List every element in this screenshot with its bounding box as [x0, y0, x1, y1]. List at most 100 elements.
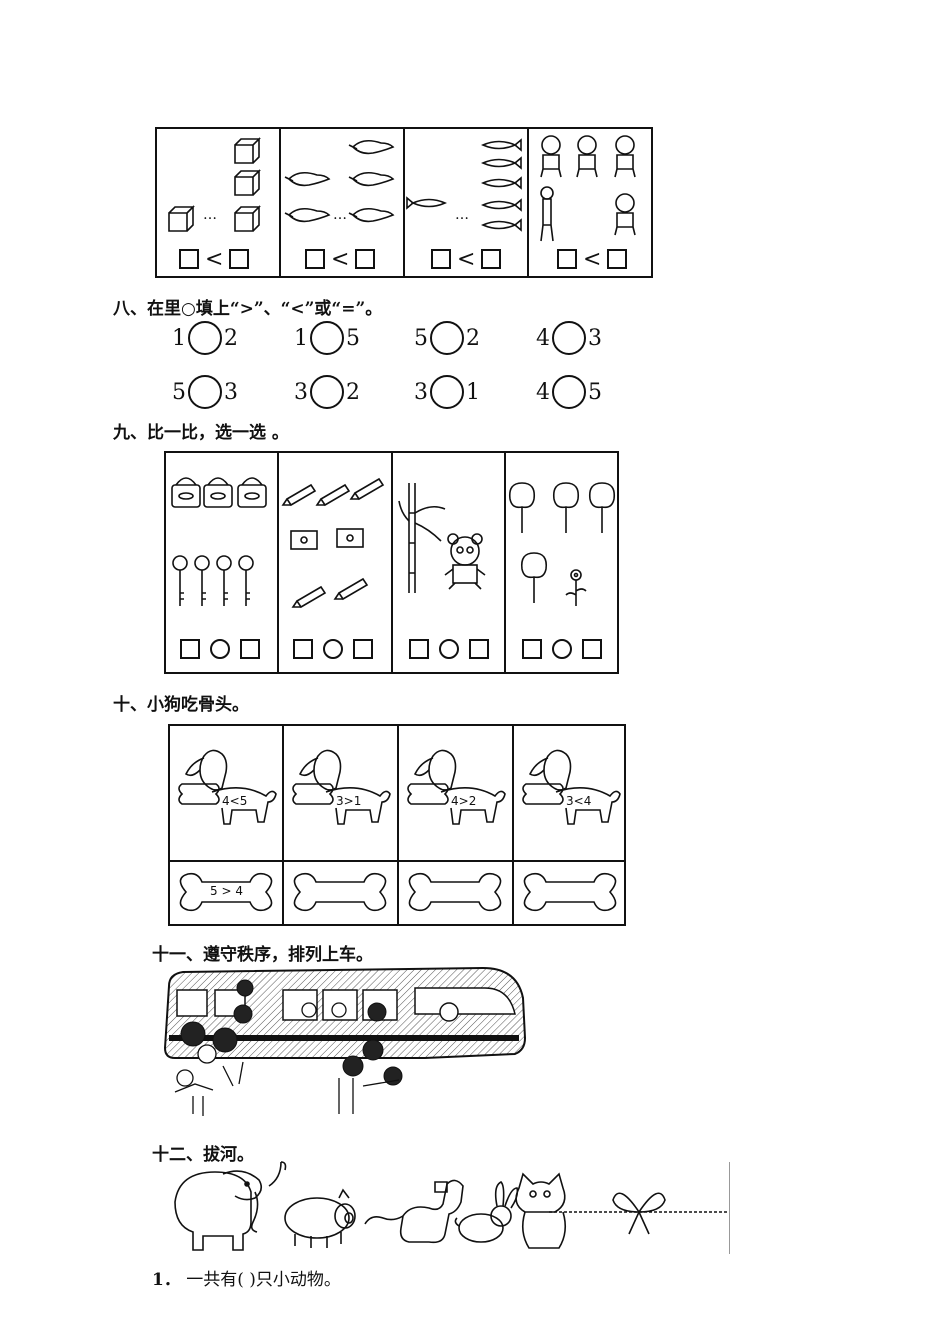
dog-card: 3>1	[288, 744, 392, 834]
question-line: 1． 一共有( )只小动物。	[152, 1265, 341, 1290]
cell-bamboo-panda	[393, 453, 506, 672]
answer-circle[interactable]	[188, 321, 222, 355]
dog-expression: 3<4	[566, 794, 592, 808]
bone-card[interactable]	[290, 870, 390, 914]
answer-circle[interactable]	[188, 375, 222, 409]
cell-ducks: … <	[281, 129, 405, 276]
answer-circle[interactable]	[210, 639, 230, 659]
answer-box[interactable]	[229, 249, 249, 269]
less-than-sign: <	[205, 247, 224, 272]
cell-pencils-sharpeners	[279, 453, 393, 672]
answer-box[interactable]	[521, 639, 542, 659]
flower-icon	[565, 569, 587, 606]
section-9-heading: 九、比一比，选一选 。	[113, 423, 289, 443]
answer-box[interactable]	[180, 639, 200, 659]
answer-box[interactable]	[293, 639, 314, 659]
dog-bone-table: 4<5 3>1 4>2	[168, 724, 626, 926]
section-8-heading: 八、在里○填上“>”、“<”或“=”。	[113, 299, 383, 319]
cell-trees-flower	[506, 453, 617, 672]
question-number: 1．	[152, 1270, 181, 1290]
answer-circle[interactable]	[551, 639, 572, 659]
dog-expression: 4<5	[222, 794, 248, 808]
answer-circle[interactable]	[310, 321, 344, 355]
answer-circle[interactable]	[438, 639, 459, 659]
duck-icon	[284, 139, 395, 223]
tug-of-war-picture	[165, 1161, 731, 1254]
tree-icon	[520, 552, 547, 603]
answer-box[interactable]	[468, 639, 489, 659]
answer-box[interactable]	[408, 639, 429, 659]
col-divider	[397, 726, 399, 924]
answer-box[interactable]	[557, 249, 577, 269]
bone-icon	[408, 872, 502, 912]
answer-circle[interactable]	[310, 375, 344, 409]
answer-box[interactable]	[305, 249, 325, 269]
cell-children: <	[529, 129, 651, 276]
answer-circle[interactable]	[430, 321, 464, 355]
bamboo-icon	[397, 483, 445, 593]
cat-icon	[515, 1172, 567, 1249]
answer-circle[interactable]	[552, 375, 586, 409]
answer-box[interactable]	[179, 249, 199, 269]
fish-icon	[406, 138, 522, 232]
choose-table	[164, 451, 619, 674]
dog-icon	[522, 749, 621, 825]
dog-icon	[178, 749, 277, 825]
pencil-icon	[291, 577, 369, 609]
dog-card: 4>2	[403, 744, 507, 834]
less-than-sign: <	[331, 247, 350, 272]
dog-expression: 3>1	[336, 794, 362, 808]
panda-icon	[444, 533, 485, 590]
ellipsis: …	[455, 207, 469, 223]
key-icon	[172, 555, 254, 606]
bus-icon	[163, 966, 527, 1116]
answer-box[interactable]	[353, 639, 374, 659]
answer-circle[interactable]	[323, 639, 344, 659]
rope-bow-icon	[549, 1192, 727, 1235]
dog-icon	[364, 1179, 464, 1244]
answer-box[interactable]	[581, 639, 602, 659]
dog-expression: 4>2	[451, 794, 477, 808]
cube-icon	[168, 137, 261, 232]
section-12-heading: 十二、拔河。	[152, 1145, 254, 1165]
cell-cubes: … <	[157, 129, 281, 276]
col-divider	[512, 726, 514, 924]
sharpener-icon	[290, 528, 365, 550]
answer-box[interactable]	[481, 249, 501, 269]
tree-icon	[508, 482, 615, 533]
rabbit-icon	[454, 1181, 519, 1243]
section-11-heading: 十一、遵守秩序，排列上车。	[152, 945, 373, 965]
answer-circle[interactable]	[552, 321, 586, 355]
bone-icon	[179, 872, 273, 912]
picture-compare-table: … < … <	[155, 127, 653, 278]
bone-expression: 5 > 4	[210, 884, 243, 898]
answer-box[interactable]	[607, 249, 627, 269]
bone-card[interactable]	[520, 870, 620, 914]
dog-icon	[407, 749, 506, 825]
cell-fish: … <	[405, 129, 529, 276]
answer-box[interactable]	[431, 249, 451, 269]
answer-box[interactable]	[240, 639, 260, 659]
cell-locks-keys	[166, 453, 280, 672]
lock-icon	[171, 477, 267, 508]
bone-card[interactable]	[405, 870, 505, 914]
less-than-sign: <	[583, 247, 602, 272]
bone-card[interactable]: 5 > 4	[176, 870, 276, 914]
answer-circle[interactable]	[430, 375, 464, 409]
dog-card: 4<5	[174, 744, 278, 834]
child-icon	[540, 135, 636, 242]
less-than-sign: <	[457, 247, 476, 272]
answer-box[interactable]	[355, 249, 375, 269]
bone-icon	[523, 872, 617, 912]
col-divider	[282, 726, 284, 924]
bone-icon	[293, 872, 387, 912]
pig-icon	[284, 1188, 356, 1248]
question-text[interactable]: 一共有( )只小动物。	[186, 1270, 341, 1290]
